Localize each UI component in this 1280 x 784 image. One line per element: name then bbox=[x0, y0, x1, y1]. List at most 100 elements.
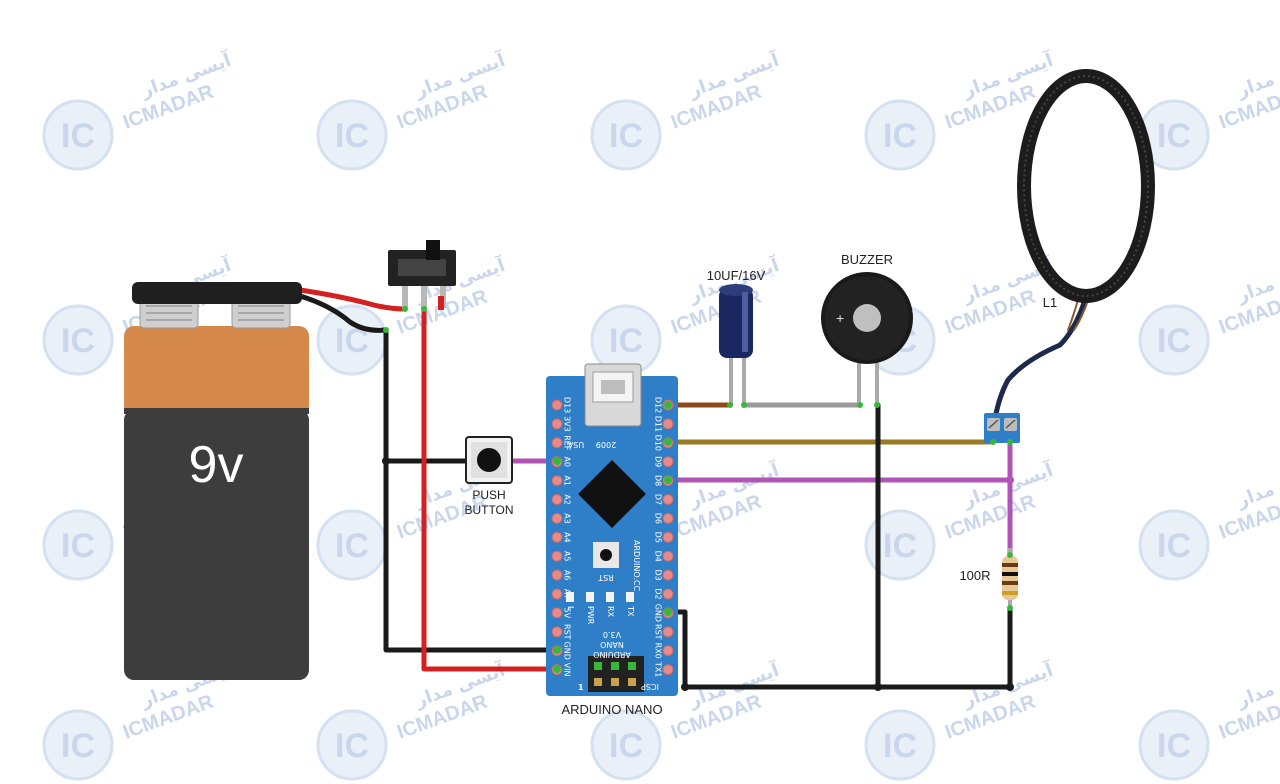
arduino-label: ARDUINO NANO bbox=[561, 702, 662, 717]
pin-label-d2: D2 bbox=[654, 588, 663, 599]
pin-label-d6: D6 bbox=[654, 513, 663, 524]
battery-body-top bbox=[124, 326, 309, 416]
buzzer-label: BUZZER bbox=[841, 252, 893, 267]
watermark-logo-text: IC bbox=[883, 727, 917, 765]
pin-label-tx1: TX1 bbox=[654, 661, 663, 677]
icsp-header bbox=[588, 656, 644, 692]
arduino-nano-board: USA 2009 ARDUINO NANO V3.0 RST ICSP ARDU… bbox=[546, 363, 678, 717]
pin-label-gnd: GND bbox=[563, 642, 572, 660]
pin-label-d12: D12 bbox=[654, 397, 663, 413]
pin-a5 bbox=[551, 550, 563, 562]
battery-body-bottom bbox=[124, 410, 309, 680]
pin-label-a5: A5 bbox=[563, 551, 572, 562]
mcu-chip bbox=[578, 460, 646, 528]
battery-positive-wire bbox=[297, 287, 408, 312]
pin-rst bbox=[662, 626, 674, 638]
coil-l1: L1 bbox=[1017, 69, 1155, 310]
reset-button[interactable] bbox=[600, 549, 612, 561]
board-rst-label: RST bbox=[598, 573, 614, 582]
buzzer: + BUZZER bbox=[821, 252, 913, 408]
pin-d6 bbox=[662, 512, 674, 524]
watermark-logo-text: IC bbox=[61, 117, 95, 155]
battery-snap-cap bbox=[132, 282, 302, 304]
watermark-logo-text: IC bbox=[609, 727, 643, 765]
pin-label-a6: A6 bbox=[563, 570, 572, 581]
watermark-logo-text: IC bbox=[609, 117, 643, 155]
pin-label-d10: D10 bbox=[654, 435, 663, 451]
watermark-logo-text: IC bbox=[335, 527, 369, 565]
led-label-pwr: PWR bbox=[586, 606, 595, 625]
led-label-rx: RX bbox=[606, 606, 615, 618]
push-button[interactable]: PUSH BUTTON bbox=[464, 436, 514, 517]
push-button-cap bbox=[477, 448, 501, 472]
board-icsp-label: ICSP bbox=[641, 682, 659, 691]
push-button-label-2: BUTTON bbox=[464, 503, 513, 517]
ground-wire-left bbox=[383, 327, 560, 653]
watermark-logo-text: IC bbox=[61, 322, 95, 360]
vin-wire bbox=[421, 306, 560, 672]
pin-label-a0: A0 bbox=[563, 456, 572, 467]
capacitor-label: 10UF/16V bbox=[707, 268, 766, 283]
pin-d2 bbox=[662, 588, 674, 600]
board-usa-text: USA bbox=[567, 440, 584, 449]
pin-label-rst: RST bbox=[563, 624, 572, 640]
coil-lead-brown bbox=[1067, 299, 1079, 331]
watermark-logo-text: IC bbox=[609, 322, 643, 360]
pin-d4 bbox=[662, 550, 674, 562]
pin-label-5v: 5V bbox=[563, 608, 572, 619]
pin-label-a4: A4 bbox=[563, 532, 572, 543]
led-label-l: L bbox=[566, 606, 575, 611]
pin-a1 bbox=[551, 475, 563, 487]
capacitor: 10UF/16V bbox=[707, 268, 766, 408]
icsp-pin1-label: 1 bbox=[578, 683, 584, 692]
pin-d13 bbox=[551, 399, 563, 411]
pin-label-d13: D13 bbox=[563, 397, 572, 413]
pin-tx1 bbox=[662, 664, 674, 676]
watermark-logo-text: IC bbox=[335, 117, 369, 155]
pin-label-vin: VIN bbox=[563, 663, 572, 677]
coil-label: L1 bbox=[1043, 295, 1057, 310]
connection-dots bbox=[383, 327, 672, 673]
battery-terminal-right bbox=[231, 299, 291, 329]
watermark-logo-text: IC bbox=[1157, 527, 1191, 565]
pin-rst bbox=[551, 626, 563, 638]
battery-negative-wire bbox=[297, 293, 388, 333]
pin-d5 bbox=[662, 531, 674, 543]
pin-a2 bbox=[551, 494, 563, 505]
pin-label-rx0: RX0 bbox=[654, 643, 663, 659]
pin-a4 bbox=[551, 531, 563, 543]
pin-d3 bbox=[662, 569, 674, 581]
pin-d11 bbox=[662, 418, 674, 430]
watermark-logo-text: IC bbox=[1157, 117, 1191, 155]
switch-knob bbox=[426, 240, 440, 260]
coil-lead-dark bbox=[991, 297, 1088, 428]
watermark-logo-text: IC bbox=[61, 727, 95, 765]
push-button-label-1: PUSH bbox=[472, 488, 505, 502]
pin-label-gnd: GND bbox=[654, 604, 663, 622]
pin-rx0 bbox=[662, 645, 674, 657]
pin-label-a1: A1 bbox=[563, 475, 572, 486]
pin-d9 bbox=[662, 456, 674, 468]
screw-terminal bbox=[984, 413, 1020, 445]
slide-switch[interactable] bbox=[388, 240, 456, 312]
pin-3v3 bbox=[551, 418, 563, 430]
resistor-label: 100R bbox=[959, 568, 990, 583]
pin-label-d7: D7 bbox=[654, 494, 663, 505]
pin-label-a2: A2 bbox=[563, 494, 572, 505]
watermark-logo-text: IC bbox=[335, 727, 369, 765]
board-year-text: 2009 bbox=[596, 440, 616, 449]
pin-label-rst: RST bbox=[654, 624, 663, 640]
watermark-logo-text: IC bbox=[1157, 727, 1191, 765]
pin-label-d5: D5 bbox=[654, 532, 663, 543]
pin-label-a7: A7 bbox=[563, 589, 572, 600]
pin-ref bbox=[551, 437, 563, 449]
